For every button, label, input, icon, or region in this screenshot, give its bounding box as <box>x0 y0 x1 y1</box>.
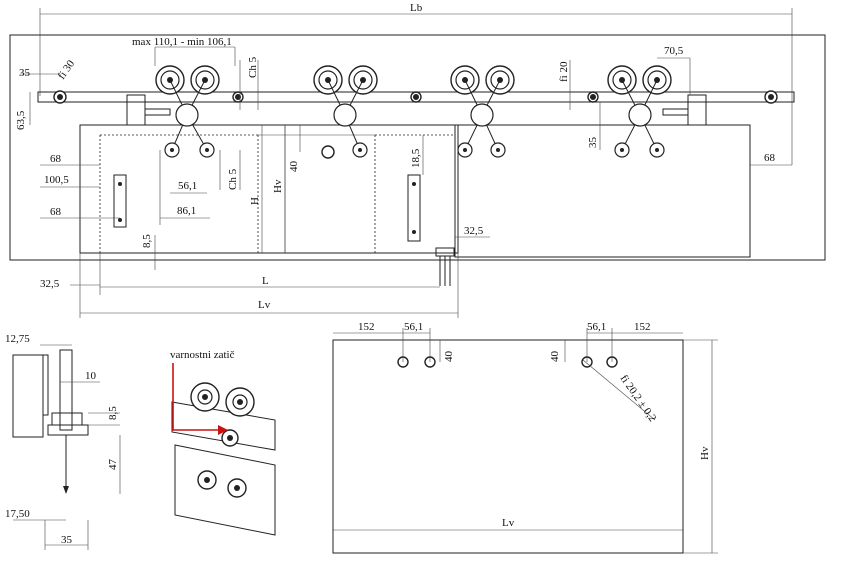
dim-fi30: fi 30 <box>56 58 78 82</box>
dim-ch5-mid: Ch 5 <box>227 168 239 190</box>
handle-right <box>407 174 421 242</box>
right-stopper <box>687 94 707 126</box>
dim-ch5-top: Ch 5 <box>247 56 259 78</box>
main-elevation-view: Lb <box>9 2 826 318</box>
dim-hv-right: Hv <box>699 446 711 460</box>
roller-assembly-3 <box>450 65 515 158</box>
dim-35-bottom: 35 <box>61 534 73 546</box>
dim-68-b: 68 <box>50 206 62 218</box>
dim-56-1-a: 56,1 <box>178 180 197 192</box>
roller-assembly-2 <box>313 65 378 158</box>
dim-lb: Lb <box>410 2 423 14</box>
dim-32-5-l: 32,5 <box>40 278 60 290</box>
dim-32-5-r: 32,5 <box>464 225 484 237</box>
door-right-panel <box>454 124 751 258</box>
dim-12-75: 12,75 <box>5 333 30 345</box>
dim-68-right: 68 <box>764 152 776 164</box>
dim-63-5: 63,5 <box>15 110 27 130</box>
dim-18-5: 18,5 <box>410 148 422 168</box>
roller-assembly-1 <box>155 65 220 158</box>
dim-L: L <box>262 275 269 287</box>
dim-56-1-c: 56,1 <box>587 321 606 333</box>
dim-35-right: 35 <box>587 137 599 149</box>
dim-40-c: 40 <box>549 351 561 363</box>
door-drilling-view: 152 56,1 40 56,1 152 40 fi 20,2 ± 0,2 Hv… <box>332 321 718 554</box>
door-left-panel <box>79 124 459 254</box>
safety-pin-arrow <box>172 363 218 431</box>
door-panel-bottom <box>332 339 684 554</box>
rail-bolts <box>53 90 778 104</box>
dim-10: 10 <box>85 370 97 382</box>
dim-56-1-b: 56,1 <box>404 321 423 333</box>
dim-152-right: 152 <box>634 321 651 333</box>
safety-pin-arrowhead <box>218 425 228 435</box>
floor-guide <box>435 247 455 257</box>
dim-86-1: 86,1 <box>177 205 196 217</box>
dim-fi20-2: fi 20,2 ± 0,2 <box>618 373 659 424</box>
dim-lv-bottom: Lv <box>502 517 515 529</box>
section-view: 12,75 10 8,5 47 17,50 35 <box>5 333 121 550</box>
handle-left <box>113 174 127 228</box>
dim-max-min: max 110,1 - min 106,1 <box>132 36 232 48</box>
dim-Lv-top: Lv <box>258 299 271 311</box>
left-stopper <box>126 94 146 126</box>
dim-fi20: fi 20 <box>558 61 570 82</box>
dim-h: H <box>249 197 261 205</box>
dim-100-5: 100,5 <box>44 174 69 186</box>
dim-hv-top: Hv <box>272 179 284 193</box>
safety-pin-detail: varnostni zatič <box>170 349 276 536</box>
dim-70-5: 70,5 <box>664 45 684 57</box>
roller-assembly-4 <box>607 65 672 158</box>
dim-35-left: 35 <box>19 67 31 79</box>
dim-47: 47 <box>107 459 119 471</box>
dim-40-a: 40 <box>288 161 300 173</box>
dim-8-5-b: 8,5 <box>107 406 119 420</box>
dim-40-b: 40 <box>443 351 455 363</box>
dim-17-50: 17,50 <box>5 508 30 520</box>
dim-8-5-a: 8,5 <box>141 234 153 248</box>
dim-152-left: 152 <box>358 321 375 333</box>
safety-pin-label: varnostni zatič <box>170 349 235 361</box>
dim-68-a: 68 <box>50 153 62 165</box>
